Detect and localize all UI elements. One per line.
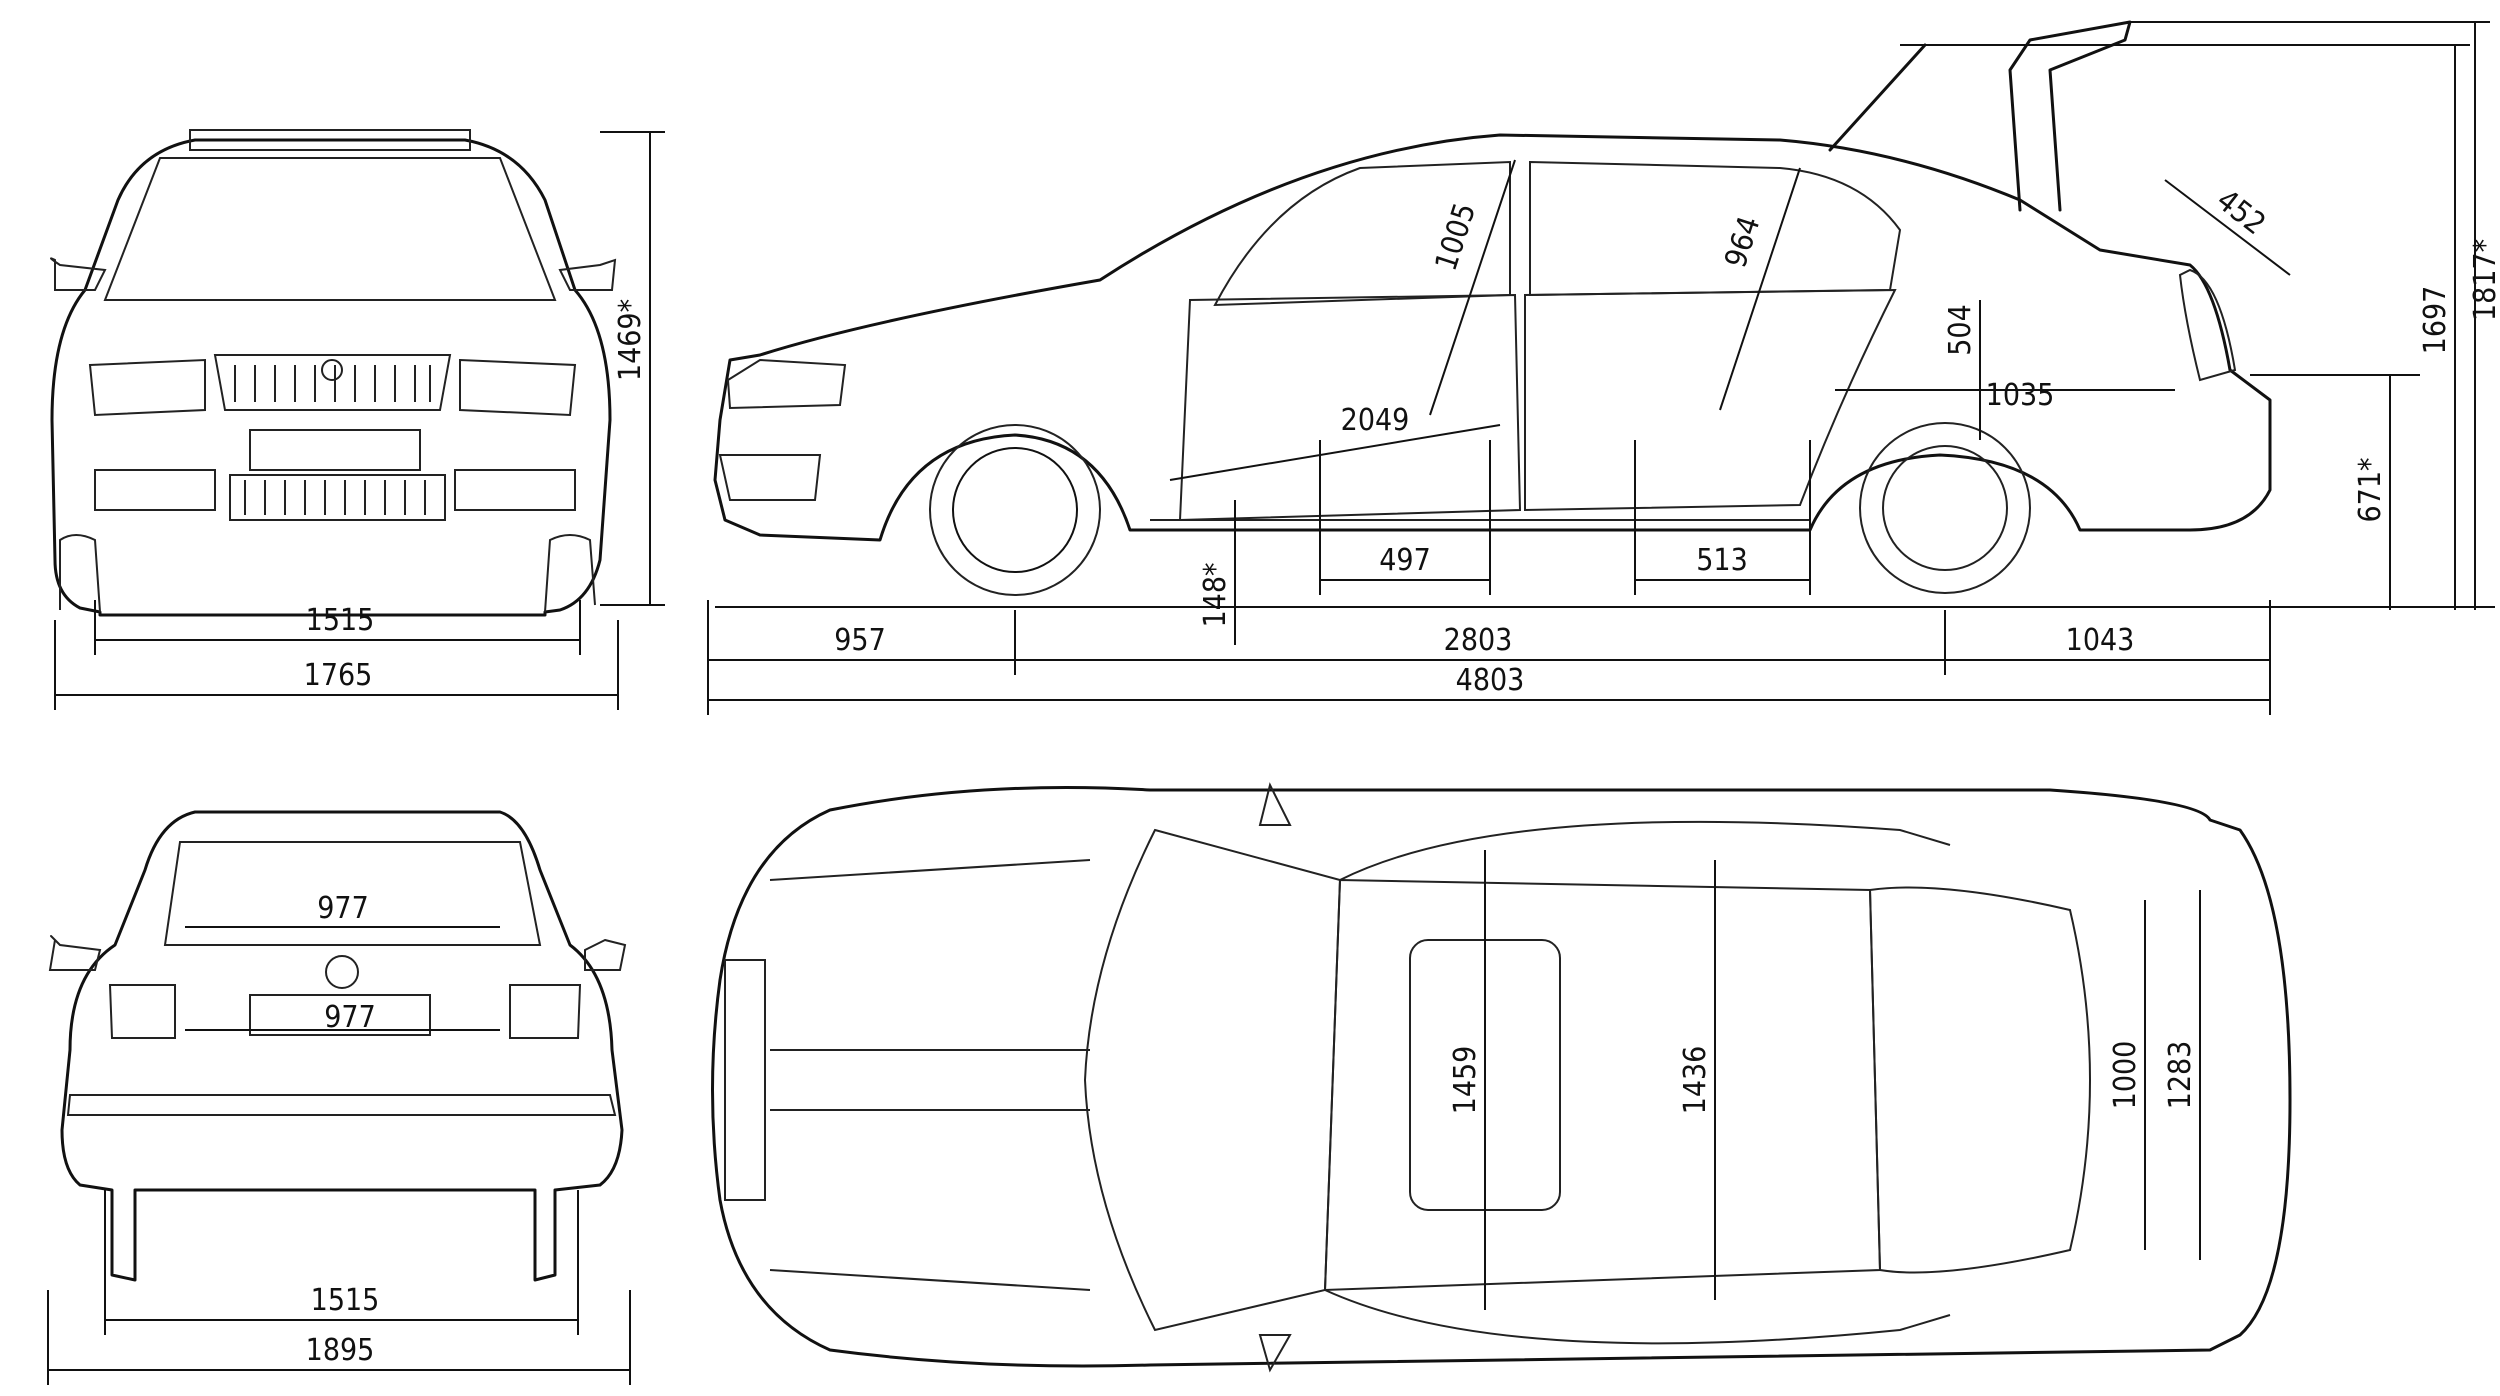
top-silhouette — [711, 786, 2292, 1368]
rear-door — [1524, 288, 1897, 512]
taillight — [2178, 268, 2237, 382]
ground-clearance-label: 148* — [1198, 563, 1233, 628]
side-foglamp — [718, 454, 822, 501]
trunk-lid-depth-label: 452 — [2210, 183, 2272, 242]
trunk-width-label: 1283 — [2163, 1041, 2198, 1110]
trunk-opening-bottom-label: 977 — [324, 1000, 376, 1035]
top-grille — [724, 959, 766, 1201]
left-taillight — [108, 984, 176, 1039]
right-glass-line — [1324, 1289, 1951, 1345]
wheelbase-label: 2803 — [1444, 623, 1513, 658]
sunroof-length-label: 1459 — [1448, 1046, 1483, 1115]
rear-logo — [325, 955, 359, 989]
rear-width-label: 1895 — [306, 1333, 375, 1368]
overall-length-label: 4803 — [1456, 663, 1525, 698]
open-lid-height-label: 1817* — [2468, 239, 2500, 321]
top-view: 1459 1436 1000 1283 — [711, 782, 2292, 1373]
right-foglamp — [454, 469, 576, 511]
headroom-rear-label: 964 — [1718, 212, 1767, 272]
antenna — [1828, 43, 1927, 152]
rear-overhang-label: 1043 — [2066, 623, 2135, 658]
rear-window — [1529, 160, 1902, 297]
cabin-width-label: 1436 — [1678, 1046, 1713, 1115]
front-wheel — [929, 424, 1101, 596]
rear-view: 977 977 1515 1895 — [47, 810, 631, 1385]
right-headlight — [459, 358, 577, 417]
top-left-mirror — [1258, 782, 1292, 826]
grille — [213, 354, 452, 411]
windshield-top — [1083, 828, 1342, 1332]
left-foglamp — [94, 469, 216, 511]
front-logo — [321, 359, 343, 381]
rear-track-label: 1515 — [311, 1283, 380, 1318]
top-right-mirror — [1258, 1334, 1292, 1373]
open-trunk-lid — [2008, 20, 2132, 212]
windshield — [103, 157, 557, 301]
side-silhouette — [713, 133, 2272, 542]
rear-window-top — [1868, 886, 2091, 1274]
headroom-front-label: 1005 — [1429, 199, 1484, 275]
grille-slats — [234, 365, 431, 402]
trunk-floor-width-label: 1000 — [2108, 1041, 2143, 1110]
front-door-opening-label: 497 — [1379, 543, 1431, 578]
rear-silhouette — [60, 810, 624, 1282]
rear-bumper — [66, 1094, 617, 1116]
right-tire — [544, 534, 596, 613]
side-view: 1005 964 2049 497 513 148* 504 1035 452 … — [707, 20, 2500, 715]
roof-edge — [189, 129, 471, 151]
front-overhang-label: 957 — [834, 623, 886, 658]
front-door — [1178, 293, 1522, 522]
front-silhouette — [50, 138, 612, 617]
rear-wheel-rim — [1882, 445, 2008, 571]
trunk-height-label: 504 — [1943, 304, 1978, 356]
rear-right-mirror — [584, 938, 627, 971]
front-plate — [249, 429, 421, 471]
rear-door-opening-label: 513 — [1696, 543, 1748, 578]
rear-plate — [249, 994, 431, 1036]
left-mirror — [50, 257, 107, 291]
front-wheel-tire — [952, 447, 1078, 573]
front-track-label: 1515 — [306, 603, 375, 638]
left-glass-line — [1339, 820, 1951, 881]
front-width-label: 1765 — [304, 658, 373, 693]
side-headlight — [726, 358, 847, 410]
roof-height-label: 1697 — [2418, 286, 2453, 355]
left-tire — [59, 534, 101, 613]
hood-creases — [769, 859, 1091, 1291]
front-height-label: 1469* — [613, 299, 648, 381]
rear-wheel — [1859, 422, 2031, 594]
rear-left-mirror — [48, 935, 102, 971]
right-taillight — [509, 984, 582, 1039]
left-headlight — [88, 358, 206, 417]
lower-intake — [229, 474, 446, 521]
front-window — [1213, 160, 1511, 307]
interior-length-label: 2049 — [1341, 403, 1410, 438]
front-view: 1515 1765 1469* — [50, 129, 665, 710]
rear-window — [163, 841, 542, 946]
trunk-opening-top-label: 977 — [317, 891, 369, 926]
loading-sill-label: 671* — [2353, 458, 2388, 523]
trunk-length-label: 1035 — [1986, 378, 2055, 413]
roof-top — [1323, 878, 1882, 1292]
right-mirror — [558, 258, 617, 291]
